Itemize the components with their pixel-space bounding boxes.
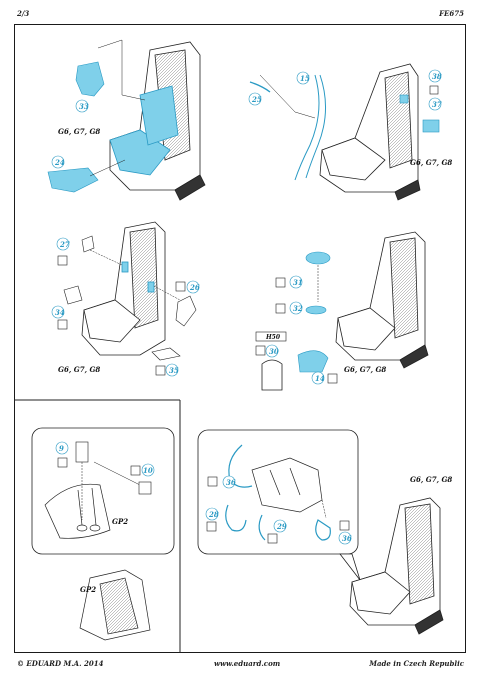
bubble-pointer bbox=[339, 553, 361, 581]
part-label-27: 27 bbox=[59, 240, 70, 249]
etch-part-35 bbox=[151, 347, 181, 361]
part-label-14: 14 bbox=[315, 374, 325, 383]
step-3: 27 34 26 35 G6, G7, G8 bbox=[51, 221, 200, 377]
etch-part-24 bbox=[47, 167, 99, 193]
etch-part-34 bbox=[63, 285, 83, 305]
product-code: FE675 bbox=[439, 9, 464, 18]
seat-drawing bbox=[109, 41, 206, 201]
variant-label: G6, G7, G8 bbox=[58, 127, 100, 136]
etch-part-31 bbox=[305, 251, 331, 265]
footer-origin: Made in Czech Republic bbox=[369, 659, 464, 668]
part-label-30: 30 bbox=[269, 347, 279, 356]
instruction-frame bbox=[14, 24, 466, 653]
part-label-26: 26 bbox=[189, 283, 200, 292]
etch-part-36-b bbox=[315, 519, 331, 541]
check-symbol bbox=[155, 365, 166, 376]
check-symbol bbox=[327, 373, 338, 384]
check-symbol bbox=[275, 303, 286, 314]
variant-label: G6, G7, G8 bbox=[410, 475, 452, 484]
detail-bubble bbox=[31, 427, 175, 555]
check-symbol bbox=[206, 521, 217, 532]
part-label-10: 10 bbox=[143, 466, 153, 475]
source-box bbox=[255, 331, 287, 342]
etch-part-29 bbox=[258, 514, 266, 541]
part-label-37: 37 bbox=[432, 100, 442, 109]
check-symbol bbox=[130, 465, 141, 476]
etch-part-26 bbox=[175, 295, 197, 327]
etch-part-32 bbox=[305, 305, 327, 315]
check-symbol bbox=[207, 476, 218, 487]
check-symbol bbox=[175, 281, 186, 292]
check-symbol bbox=[255, 345, 266, 356]
seat-drawing bbox=[319, 63, 421, 201]
fold-symbol bbox=[429, 85, 439, 95]
page-number: 2/3 bbox=[17, 9, 30, 18]
part-label-28: 28 bbox=[208, 510, 219, 519]
part-label-36-b: 36 bbox=[342, 534, 352, 543]
etch-part-15 bbox=[294, 74, 327, 181]
seat-drawing bbox=[81, 221, 166, 356]
gunsight-overview bbox=[79, 569, 151, 641]
etch-part-9 bbox=[75, 441, 89, 463]
part-label-9: 9 bbox=[59, 444, 64, 453]
overview-label: GP2 bbox=[80, 585, 96, 594]
step-2: 25 15 38 37 G6, G7, G8 bbox=[248, 63, 452, 201]
variant-label: G6, G7, G8 bbox=[58, 365, 100, 374]
check-symbol bbox=[339, 520, 350, 531]
etch-part-14 bbox=[297, 350, 329, 373]
seat-drawing bbox=[335, 231, 429, 369]
part-label-24: 24 bbox=[54, 158, 65, 167]
part-label-31: 31 bbox=[293, 278, 303, 287]
footer-copyright: © EDUARD M.A. 2014 bbox=[17, 659, 104, 668]
etch-part-37 bbox=[422, 119, 440, 133]
gunsight-drawing bbox=[44, 483, 111, 539]
source-label: H50 bbox=[265, 334, 281, 341]
part-label-34: 34 bbox=[55, 308, 65, 317]
part-label-15: 15 bbox=[300, 74, 310, 83]
part-label-32: 32 bbox=[293, 304, 303, 313]
etch-part-33 bbox=[75, 61, 105, 97]
etch-part-10 bbox=[138, 481, 152, 495]
seat-drawing bbox=[349, 497, 444, 635]
detail-label: GP2 bbox=[112, 517, 128, 526]
step-1: 33 24 G6, G7, G8 bbox=[47, 39, 206, 201]
part-label-36: 36 bbox=[226, 478, 236, 487]
etch-part-30 bbox=[261, 359, 283, 391]
etch-part-38 bbox=[399, 94, 409, 104]
check-symbol bbox=[57, 255, 68, 266]
etch-part-28 bbox=[225, 504, 247, 532]
part-label-38: 38 bbox=[432, 72, 442, 81]
etch-part-27 bbox=[81, 235, 95, 253]
etch-part-25 bbox=[249, 81, 271, 93]
part-label-35: 35 bbox=[169, 366, 179, 375]
step-6: 36 28 29 36 G6, G7, G8 bbox=[197, 429, 452, 635]
check-symbol bbox=[267, 533, 278, 544]
check-symbol bbox=[57, 457, 68, 468]
part-label-29: 29 bbox=[276, 522, 287, 531]
check-symbol bbox=[57, 319, 68, 330]
part-label-33: 33 bbox=[79, 102, 89, 111]
check-symbol bbox=[275, 277, 286, 288]
variant-label: G6, G7, G8 bbox=[410, 158, 452, 167]
variant-label: G6, G7, G8 bbox=[344, 365, 386, 374]
footer-website[interactable]: www.eduard.com bbox=[214, 659, 281, 668]
step-5: 9 10 GP2 GP2 bbox=[31, 427, 175, 641]
step-4: 31 32 30 14 H50 G6, G7, G8 bbox=[255, 231, 429, 391]
part-label-25: 25 bbox=[251, 95, 262, 104]
